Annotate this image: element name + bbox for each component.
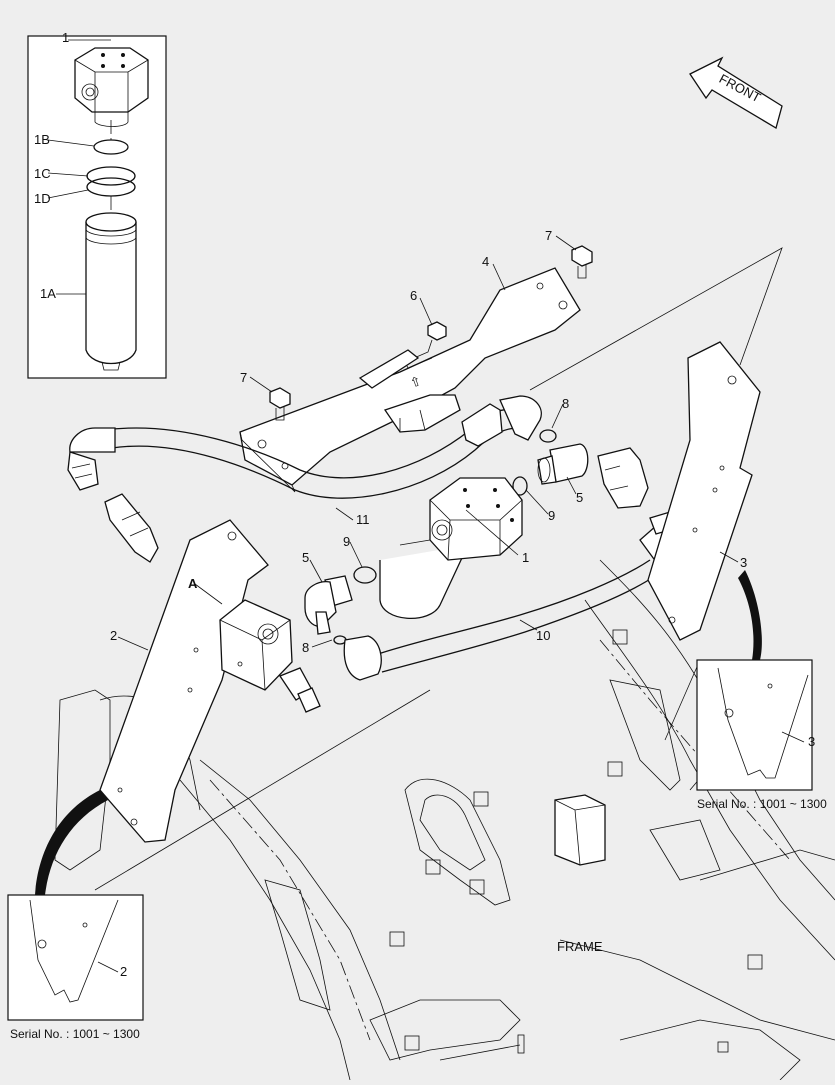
connector-left bbox=[104, 493, 159, 563]
o-ring-9-right bbox=[512, 476, 528, 496]
filter-assembly-1 bbox=[379, 477, 523, 619]
callout-6: 6 bbox=[410, 288, 417, 303]
callout-1c: 1C bbox=[34, 166, 51, 181]
callout-7-left: 7 bbox=[240, 370, 247, 385]
filter-exploded-box bbox=[27, 35, 167, 379]
bolt-7-left bbox=[269, 387, 291, 421]
frame-label: FRAME bbox=[557, 939, 603, 954]
o-ring-9-left bbox=[353, 566, 377, 584]
inset-serial-left bbox=[7, 790, 144, 1021]
callout-8-lower: 8 bbox=[302, 640, 309, 655]
callout-1b: 1B bbox=[34, 132, 50, 147]
callout-1a: 1A bbox=[40, 286, 56, 301]
bracket-2 bbox=[99, 519, 269, 843]
inset-serial-right bbox=[696, 570, 813, 791]
callout-4: 4 bbox=[482, 254, 489, 269]
callout-5-right: 5 bbox=[576, 490, 583, 505]
callout-1-filter: 1 bbox=[522, 550, 529, 565]
callout-1-top: 1 bbox=[62, 30, 69, 45]
machine-frame bbox=[54, 559, 835, 1081]
bracket-4: ⇧ bbox=[239, 267, 581, 493]
callout-10: 10 bbox=[536, 628, 550, 643]
callout-3: 3 bbox=[740, 555, 747, 570]
callout-9-left: 9 bbox=[343, 534, 350, 549]
callout-a: A bbox=[188, 576, 198, 591]
bracket-3 bbox=[647, 341, 761, 641]
callout-2: 2 bbox=[110, 628, 117, 643]
callout-11: 11 bbox=[356, 512, 370, 527]
valve-block-a bbox=[219, 599, 321, 713]
callout-7-upper: 7 bbox=[545, 228, 552, 243]
elbow-fitting-5-left bbox=[304, 575, 353, 635]
connector-right bbox=[597, 447, 649, 509]
inset-left-serial: Serial No. : 1001 ~ 1300 bbox=[10, 1027, 140, 1041]
hose-11 bbox=[67, 395, 542, 499]
callout-1d: 1D bbox=[34, 191, 51, 206]
inset-right-serial: Serial No. : 1001 ~ 1300 bbox=[697, 797, 827, 811]
callout-leaders bbox=[47, 39, 739, 651]
elbow-fitting-5-right bbox=[537, 443, 589, 485]
callout-5-left: 5 bbox=[302, 550, 309, 565]
o-ring-8-upper bbox=[539, 429, 557, 443]
callout-9-right: 9 bbox=[548, 508, 555, 523]
bolt-6 bbox=[358, 321, 447, 389]
bolt-7-upper bbox=[571, 245, 593, 279]
svg-text:⇧: ⇧ bbox=[408, 373, 423, 391]
inset-left-callout: 2 bbox=[120, 964, 127, 979]
front-direction-arrow: FRONT bbox=[689, 56, 783, 129]
callout-8-upper: 8 bbox=[562, 396, 569, 411]
inset-right-callout: 3 bbox=[808, 734, 815, 749]
